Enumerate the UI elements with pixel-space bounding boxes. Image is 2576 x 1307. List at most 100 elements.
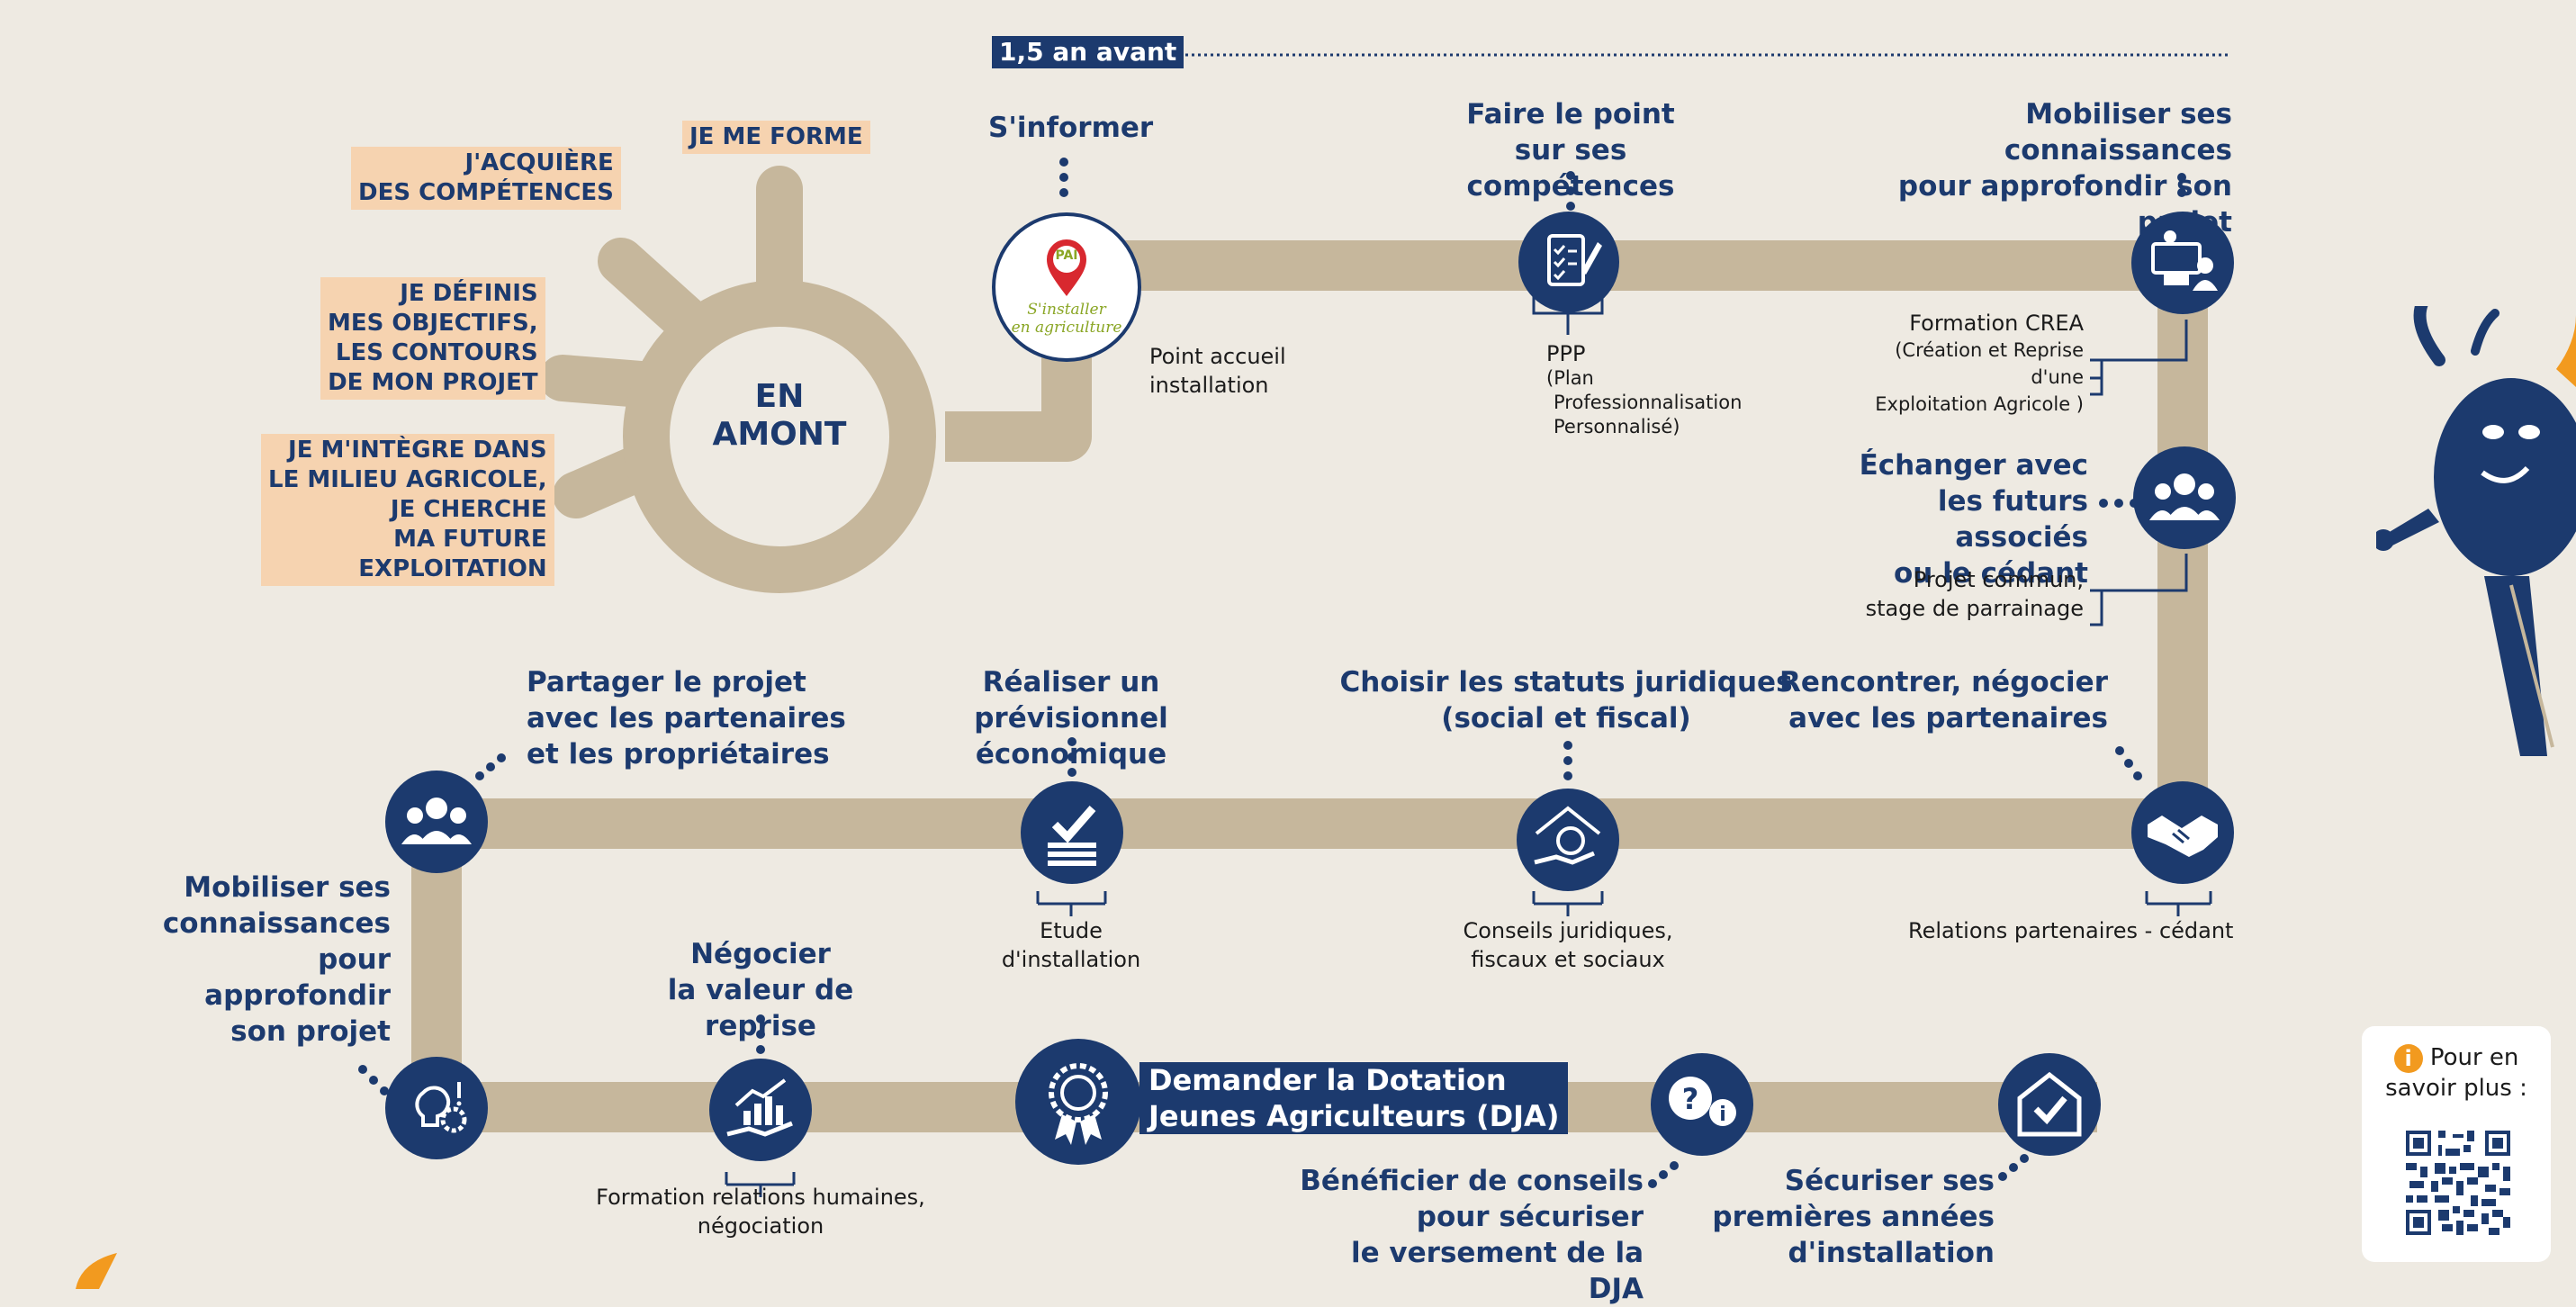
tag-line: J'ACQUIÈRE	[464, 149, 614, 176]
title-line: et les propriétaires	[527, 738, 830, 771]
euro-house-icon	[1517, 789, 1619, 891]
caption-line: (Création et Reprise d'une	[1895, 339, 2084, 388]
svg-text:?: ?	[1682, 1082, 1699, 1116]
hub-label-line2: AMONT	[712, 416, 847, 453]
presenter-icon	[2131, 212, 2234, 314]
house-check-icon	[1998, 1053, 2101, 1156]
title-line: avec les partenaires	[527, 702, 846, 735]
caption-line: négociation	[697, 1213, 824, 1239]
caption-previsionnel: Etude d'installation	[963, 916, 1179, 974]
question-info-icon: ? i	[1651, 1053, 1753, 1156]
title-line: Mobiliser ses connaissances	[2004, 98, 2232, 167]
tag-line: EXPLOITATION	[358, 555, 547, 582]
title-line: d'installation	[1788, 1237, 1995, 1269]
caption-line: Personnalisé)	[1554, 416, 1680, 437]
caption-mobiliser-1: Formation CREA (Création et Reprise d'un…	[1836, 310, 2084, 418]
caption-line: Formation relations humaines,	[596, 1185, 925, 1210]
title-line: pour	[318, 943, 391, 976]
title-line: connaissances	[162, 907, 391, 940]
title-line: Bénéficier de conseils	[1300, 1165, 1644, 1197]
pai-logo-subtitle: S'installer en agriculture	[1004, 301, 1130, 337]
info-card-text-line: savoir plus :	[2385, 1075, 2527, 1102]
step-title-securiser: Sécuriser ses premières années d'install…	[1710, 1163, 1995, 1271]
caption-statuts: Conseils juridiques, fiscaux et sociaux	[1449, 916, 1687, 974]
caption-line: Etude	[1040, 918, 1103, 943]
tag-line: JE M'INTÈGRE DANS	[288, 437, 547, 464]
title-line: le versement de la DJA	[1350, 1237, 1644, 1305]
step-title-negocier: Négocier la valeur de reprise	[612, 936, 909, 1044]
tag-line: DE MON PROJET	[328, 369, 538, 396]
tag-line: LES CONTOURS	[335, 339, 538, 366]
title-line: Réaliser un prévisionnel	[974, 666, 1168, 735]
caption-line: d'installation	[1001, 947, 1141, 972]
step-title-informer: S'informer	[988, 112, 1154, 144]
info-icon: i	[2393, 1043, 2423, 1073]
caption-line: Formation CREA	[1909, 311, 2084, 336]
caption-echanger: Projet commun, stage de parrainage	[1836, 565, 2084, 623]
caption-line: PPP	[1546, 341, 1586, 366]
group-icon	[385, 771, 488, 873]
handshake-icon	[2131, 781, 2234, 884]
title-line: (social et fiscal)	[1441, 702, 1691, 735]
tag-objectifs: JE DÉFINIS MES OBJECTIFS, LES CONTOURS D…	[320, 277, 545, 400]
title-line: économique	[975, 738, 1167, 771]
caption-line: (Plan	[1546, 367, 1594, 389]
hub-label: EN AMONT	[707, 378, 851, 454]
tag-milieu-agricole: JE M'INTÈGRE DANS LE MILIEU AGRICOLE, JE…	[261, 434, 554, 586]
tag-line: DES COMPÉTENCES	[358, 179, 614, 206]
mascot	[2376, 306, 2576, 756]
step-title-previsionnel: Réaliser un prévisionnel économique	[891, 664, 1251, 772]
svg-text:i: i	[1719, 1104, 1726, 1126]
step-title-echanger: Échanger avec les futurs associés ou le …	[1800, 447, 2088, 591]
leaf-decoration	[76, 1253, 117, 1289]
step-title-mobiliser-1: Mobiliser ses connaissances pour approfo…	[1827, 96, 2232, 240]
tag-je-me-forme: JE ME FORME	[682, 121, 870, 154]
tag-line: LE MILIEU AGRICOLE,	[268, 466, 547, 493]
title-line: premières années	[1712, 1201, 1995, 1233]
caption-line: Exploitation Agricole )	[1875, 393, 2084, 415]
caption-line: stage de parrainage	[1865, 596, 2084, 621]
tag-line: JE CHERCHE	[390, 496, 547, 523]
title-line: approfondir	[204, 979, 391, 1012]
title-line: Rencontrer, négocier	[1779, 666, 2108, 699]
timeline-label: 1,5 an avant	[992, 36, 1184, 68]
title-line: Échanger avec	[1859, 449, 2088, 482]
tag-line: JE ME FORME	[689, 123, 863, 150]
title-line: pour sécuriser	[1416, 1201, 1644, 1233]
title-line: avec les partenaires	[1788, 702, 2108, 735]
title-line: Faire le point	[1466, 98, 1675, 131]
tag-line: MES OBJECTIFS,	[328, 310, 538, 337]
medal-icon	[1015, 1039, 1141, 1165]
info-card: i Pour en savoir plus :	[2362, 1026, 2551, 1262]
title-line: Partager le projet	[527, 666, 806, 699]
title-line: les futurs associés	[1937, 485, 2088, 554]
pai-sub-line: S'installer	[1027, 301, 1106, 319]
info-card-line1: i Pour en	[2362, 1042, 2551, 1073]
step-title-dja: Demander la Dotation Jeunes Agriculteurs…	[1139, 1062, 1569, 1134]
pai-logo: PAI S'installer en agriculture	[990, 211, 1143, 364]
title-line: Demander la Dotation	[1148, 1063, 1507, 1097]
step-title-rencontrer: Rencontrer, négocier avec les partenaire…	[1773, 664, 2108, 736]
tag-line: JE DÉFINIS	[400, 280, 538, 307]
group-icon	[2133, 446, 2236, 549]
title-line: Négocier	[690, 938, 831, 970]
qr-code-icon[interactable]	[2402, 1127, 2514, 1239]
caption-competences: PPP (Plan Professionnalisation Personnal…	[1546, 342, 1742, 439]
caption-line: installation	[1149, 373, 1269, 398]
info-card-text: i Pour en savoir plus :	[2362, 1042, 2551, 1104]
title-line: Sécuriser ses	[1784, 1165, 1995, 1197]
caption-negocier: Formation relations humaines, négociatio…	[594, 1183, 927, 1240]
title-line: ou le cédant	[1893, 557, 2088, 590]
title-line: son projet	[230, 1015, 391, 1048]
info-card-text-line: Pour en	[2429, 1044, 2519, 1071]
title-line: Mobiliser ses	[184, 871, 391, 904]
step-title-conseils-dja: Bénéficier de conseils pour sécuriser le…	[1296, 1163, 1644, 1307]
caption-line: fiscaux et sociaux	[1471, 947, 1665, 972]
step-title-statuts: Choisir les statuts juridiques (social e…	[1323, 664, 1809, 736]
tag-competences: J'ACQUIÈRE DES COMPÉTENCES	[351, 147, 621, 210]
pai-sub-line: en agriculture	[1011, 319, 1122, 337]
caption-informer: Point accueil installation	[1149, 342, 1286, 400]
title-line: la valeur de reprise	[667, 974, 854, 1042]
lightbulb-gear-icon	[385, 1057, 488, 1159]
